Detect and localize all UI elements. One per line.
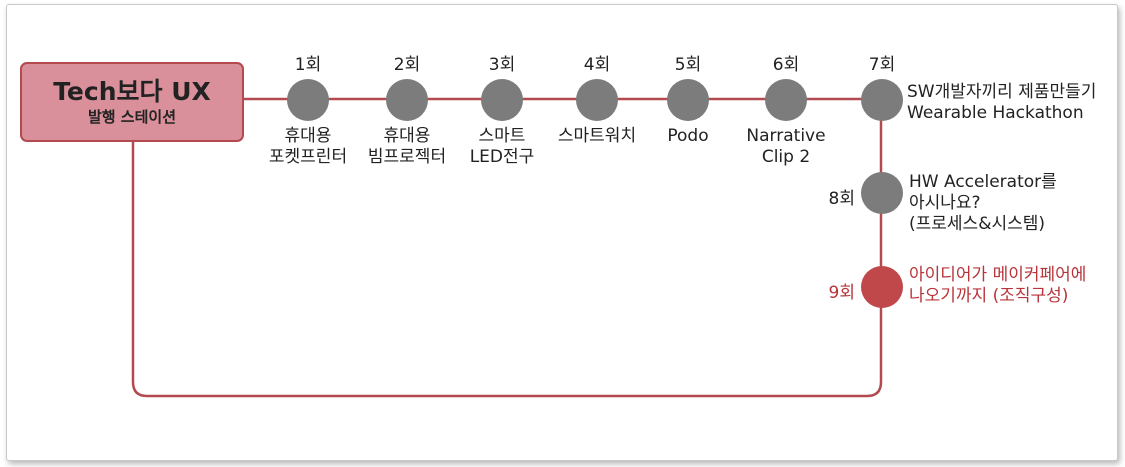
episode-5-number: 5회 xyxy=(674,55,702,75)
episode-1-node[interactable] xyxy=(287,79,329,121)
episode-6-node[interactable] xyxy=(765,79,807,121)
episode-9-node[interactable] xyxy=(861,266,903,308)
episode-2-number: 2회 xyxy=(393,55,421,75)
episode-2-label: 휴대용 빔프로젝터 xyxy=(367,126,447,167)
episode-3-number: 3회 xyxy=(488,55,516,75)
episode-4-label: 스마트워치 xyxy=(557,126,637,146)
episode-7-node[interactable] xyxy=(861,79,903,121)
route-line xyxy=(131,97,883,398)
episode-8-label: HW Accelerator를 아시나요? (프로세스&시스템) xyxy=(909,172,1057,234)
episode-2-node[interactable] xyxy=(386,79,428,121)
episode-6-label: Narrative Clip 2 xyxy=(746,126,826,167)
episode-8-node[interactable] xyxy=(861,172,903,214)
station-title: Tech보다 UX xyxy=(53,77,211,106)
episode-1-label: 휴대용 포켓프린터 xyxy=(268,126,348,167)
episode-7-label: SW개발자끼리 제품만들기 Wearable Hackathon xyxy=(907,82,1097,123)
episode-8-number: 8회 xyxy=(828,189,855,209)
episode-6-number: 6회 xyxy=(772,55,800,75)
episode-3-label: 스마트 LED전구 xyxy=(469,126,535,167)
episode-4-node[interactable] xyxy=(576,79,618,121)
episode-1-number: 1회 xyxy=(294,55,322,75)
episode-3-node[interactable] xyxy=(481,79,523,121)
episode-9-number: 9회 xyxy=(828,283,855,303)
episode-4-number: 4회 xyxy=(583,55,611,75)
origin-station: Tech보다 UX 발행 스테이션 xyxy=(20,62,244,142)
episode-9-label: 아이디어가 메이커페어에 나오기까지 (조직구성) xyxy=(909,265,1087,306)
episode-7-number: 7회 xyxy=(868,55,896,75)
station-subtitle: 발행 스테이션 xyxy=(87,108,177,126)
episode-5-node[interactable] xyxy=(667,79,709,121)
episode-5-label: Podo xyxy=(667,126,709,146)
